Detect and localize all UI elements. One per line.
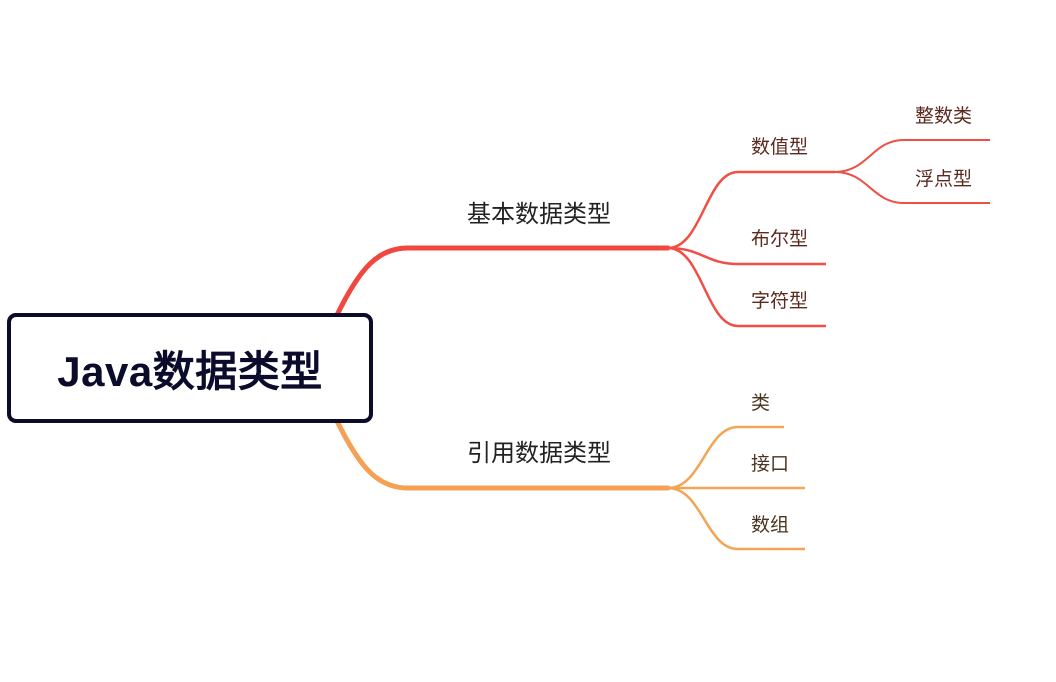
topic-array[interactable]: 数组 <box>751 514 790 536</box>
connector-primitive-char <box>667 246 826 328</box>
connector-root-reference <box>334 418 671 491</box>
topic-primitive-types[interactable]: 基本数据类型 <box>467 200 611 228</box>
topic-class[interactable]: 类 <box>751 392 771 414</box>
topic-integer-type[interactable]: 整数类 <box>915 105 973 127</box>
connector-reference-array <box>667 486 805 551</box>
topic-boolean-type[interactable]: 布尔型 <box>751 228 809 250</box>
connector-primitive-boolean <box>667 246 826 266</box>
topic-reference-types[interactable]: 引用数据类型 <box>467 439 611 467</box>
connector-primitive-numeric <box>667 170 835 250</box>
connector-numeric-integer <box>834 139 990 173</box>
topic-float-type[interactable]: 浮点型 <box>915 168 973 190</box>
connector-numeric-float <box>834 171 990 204</box>
connector-root-primitive <box>334 245 671 318</box>
topic-char-type[interactable]: 字符型 <box>751 290 809 312</box>
topic-interface[interactable]: 接口 <box>751 453 790 475</box>
connector-reference-class <box>667 425 784 490</box>
root-node-label: Java数据类型 <box>57 347 323 395</box>
root-node[interactable]: Java数据类型 <box>7 313 373 423</box>
topic-numeric-type[interactable]: 数值型 <box>751 136 809 158</box>
